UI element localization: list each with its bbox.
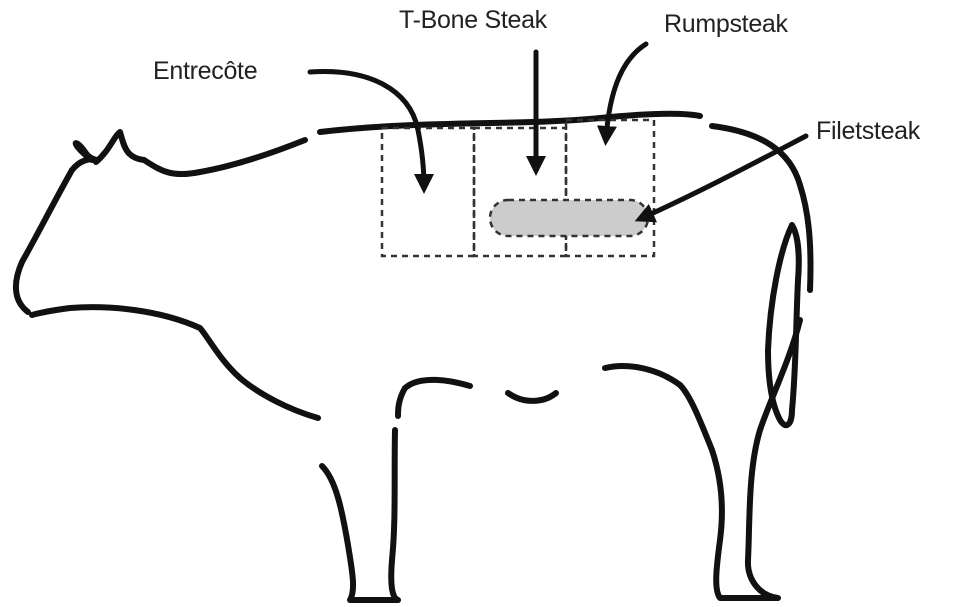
- entrecote-label: Entrecôte: [153, 57, 257, 86]
- cow-belly-mid: [508, 393, 556, 401]
- cow-front-leg: [322, 430, 398, 600]
- cow-belly-rear: [605, 366, 680, 385]
- cow-forehead: [72, 159, 96, 170]
- rumpsteak-arrow: [606, 44, 646, 138]
- entrecote-region: [382, 128, 474, 256]
- filetsteak-label: Filetsteak: [816, 117, 920, 146]
- cow-belly-front: [398, 380, 470, 416]
- cow-hind-leg: [680, 320, 800, 598]
- cow-neck-top: [144, 140, 305, 174]
- cow-ear-right: [96, 132, 144, 162]
- cow-rump: [712, 126, 811, 290]
- rumpsteak-label: Rumpsteak: [664, 10, 788, 39]
- filetsteak-region: [490, 200, 648, 236]
- cow-back: [320, 114, 700, 132]
- cow-face: [16, 170, 72, 312]
- filetsteak-arrow: [642, 136, 806, 218]
- cow-chest: [32, 307, 318, 418]
- cow-outline: [16, 114, 811, 600]
- tbone-label: T-Bone Steak: [399, 6, 547, 35]
